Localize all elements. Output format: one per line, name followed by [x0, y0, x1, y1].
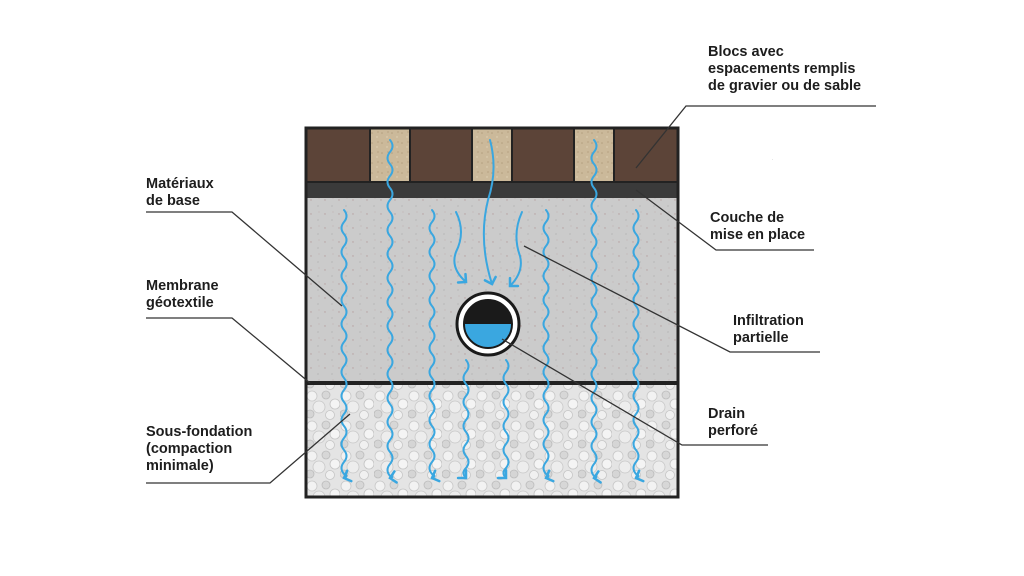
water-flow-arrow	[632, 209, 645, 483]
label-infiltration-line1: Infiltration	[733, 313, 804, 329]
water-flow-arrows	[340, 139, 645, 484]
label-sousfondation-line1: Sous-fondation	[146, 424, 253, 440]
label-infiltration: Infiltration partielle	[733, 313, 804, 347]
leader-couche	[635, 189, 814, 251]
label-infiltration-line2: partielle	[733, 330, 789, 346]
paver-block	[512, 128, 574, 182]
paver-block	[410, 128, 472, 182]
label-blocs-line3: de gravier ou de sable	[708, 78, 862, 94]
water-flow-arrow	[496, 359, 510, 480]
label-sousfondation-line3: minimale)	[146, 458, 214, 474]
svg-text:.: .	[772, 156, 773, 161]
label-couche: Couche de mise en place	[710, 210, 805, 244]
paver-block	[306, 128, 370, 182]
water-flow-arrow	[340, 209, 353, 483]
leader-infiltration	[523, 245, 820, 353]
label-blocs-line1: Blocs avec	[708, 44, 784, 60]
label-membrane: Membrane géotextile	[146, 278, 219, 312]
water-flow-arrow	[590, 139, 602, 484]
label-materiaux-line1: Matériaux	[146, 176, 214, 192]
leader-drain	[501, 338, 768, 446]
leader-materiaux	[146, 211, 343, 307]
label-materiaux: Matériaux de base	[146, 176, 214, 210]
water-flow-arrow	[386, 139, 398, 484]
label-drain-line2: perforé	[708, 423, 758, 439]
bedding-layer	[306, 182, 678, 198]
label-sousfondation: Sous-fondation (compaction minimale)	[146, 424, 252, 475]
water-flow-arrow	[456, 359, 470, 480]
label-blocs: Blocs avec espacements remplis de gravie…	[708, 44, 861, 95]
label-blocs-line2: espacements remplis	[708, 61, 856, 77]
label-drain: Drain perforé	[708, 406, 758, 440]
label-membrane-line2: géotextile	[146, 295, 214, 311]
leader-sousfondation	[146, 413, 351, 484]
perforated-drain	[455, 291, 521, 357]
subbase-layer	[306, 384, 678, 497]
label-membrane-line1: Membrane	[146, 278, 219, 294]
label-sousfondation-line2: (compaction	[146, 441, 233, 457]
infiltration-arrow	[508, 211, 523, 288]
label-couche-line1: Couche de	[710, 210, 785, 226]
infiltration-arrow	[453, 211, 468, 284]
section-outline	[304, 126, 680, 499]
water-flow-arrow	[428, 209, 441, 483]
leader-membrane	[146, 317, 311, 384]
label-drain-line1: Drain	[708, 406, 746, 422]
label-materiaux-line2: de base	[146, 193, 200, 209]
infiltration-arrow	[482, 139, 497, 286]
leader-lines	[146, 105, 876, 484]
paver-row	[306, 128, 678, 182]
leader-blocs	[635, 105, 876, 169]
label-couche-line2: mise en place	[710, 227, 806, 243]
